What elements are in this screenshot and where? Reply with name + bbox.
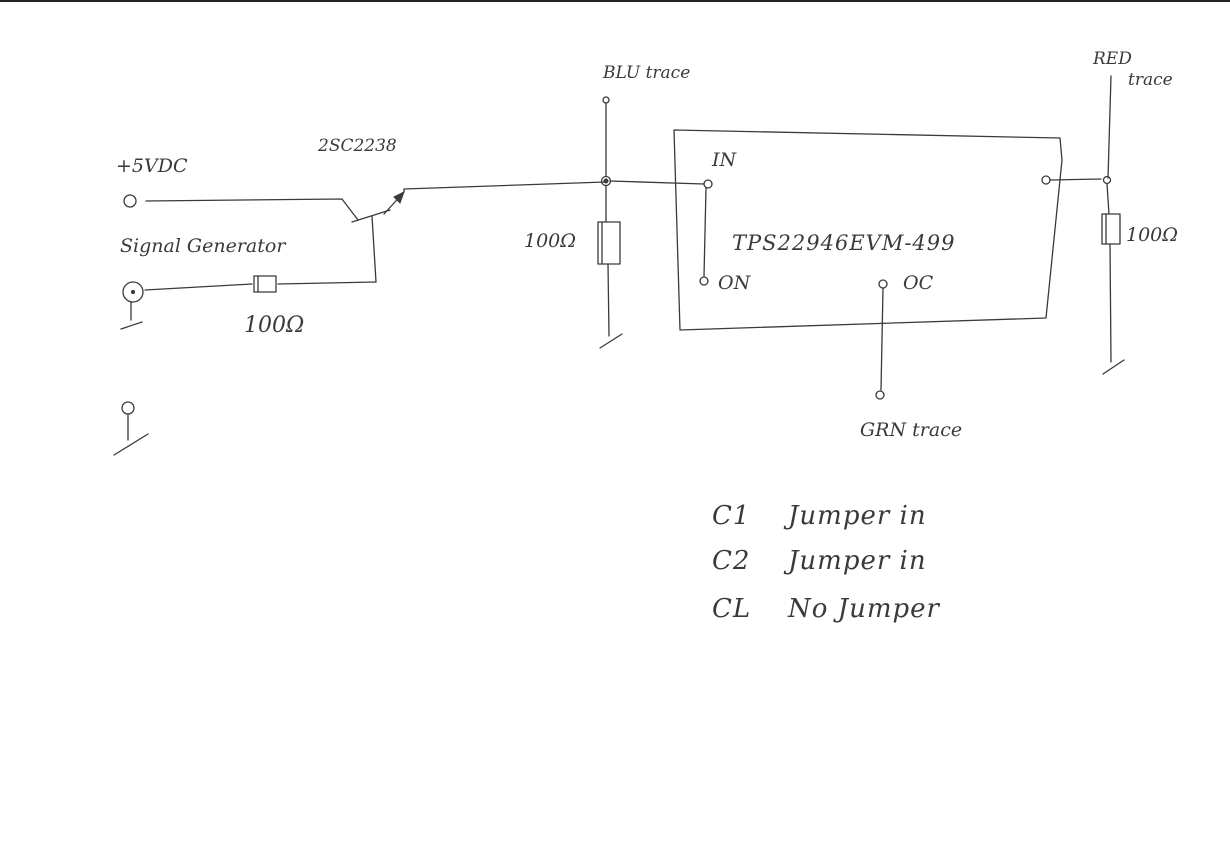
resistor-gen <box>253 275 277 293</box>
red-trace-probe <box>1102 75 1112 185</box>
label-resistor-blu: 100Ω <box>524 230 576 252</box>
resistor-red <box>1101 183 1125 375</box>
label-red-trace-2: trace <box>1128 70 1173 90</box>
note-text: No Jumper <box>787 594 941 624</box>
label-pin-on: ON <box>718 272 752 294</box>
output-terminal <box>1041 175 1102 185</box>
gen-to-base-wire <box>277 281 377 285</box>
label-pin-oc: OC <box>903 272 934 294</box>
ground-terminal <box>113 401 149 456</box>
label-supply: +5VDC <box>116 155 188 177</box>
blu-trace-probe <box>600 96 612 187</box>
scan-edge <box>0 0 1230 2</box>
label-chip: TPS22946EVM-499 <box>732 231 956 255</box>
supply-terminal <box>123 194 359 221</box>
transistor-symbol <box>351 181 606 283</box>
note-text: Jumper in <box>783 501 927 531</box>
pin-in-terminal <box>703 179 713 277</box>
label-resistor-gen: 100Ω <box>244 313 304 338</box>
label-signal-generator: Signal Generator <box>120 235 287 257</box>
label-resistor-red: 100Ω <box>1126 224 1178 246</box>
pin-oc-terminal <box>875 279 888 400</box>
evm-board-outline <box>673 129 1063 331</box>
label-transistor: 2SC2238 <box>317 136 397 156</box>
note-key: C2 <box>712 546 750 576</box>
signal-generator-terminal <box>120 281 144 330</box>
blu-to-in-wire <box>609 180 705 185</box>
label-pin-in: IN <box>711 149 738 171</box>
pin-on-terminal <box>699 276 709 286</box>
label-blu-trace: BLU trace <box>602 63 690 83</box>
gen-wire <box>144 283 253 291</box>
note-text: Jumper in <box>783 546 927 576</box>
jumper-notes: C1 Jumper in C2 Jumper in CL No Jumper <box>712 501 941 624</box>
label-red-trace-1: RED <box>1092 49 1132 69</box>
note-key: CL <box>712 594 751 624</box>
resistor-blu <box>597 185 623 349</box>
note-key: C1 <box>712 501 750 531</box>
label-grn-trace: GRN trace <box>860 419 962 441</box>
